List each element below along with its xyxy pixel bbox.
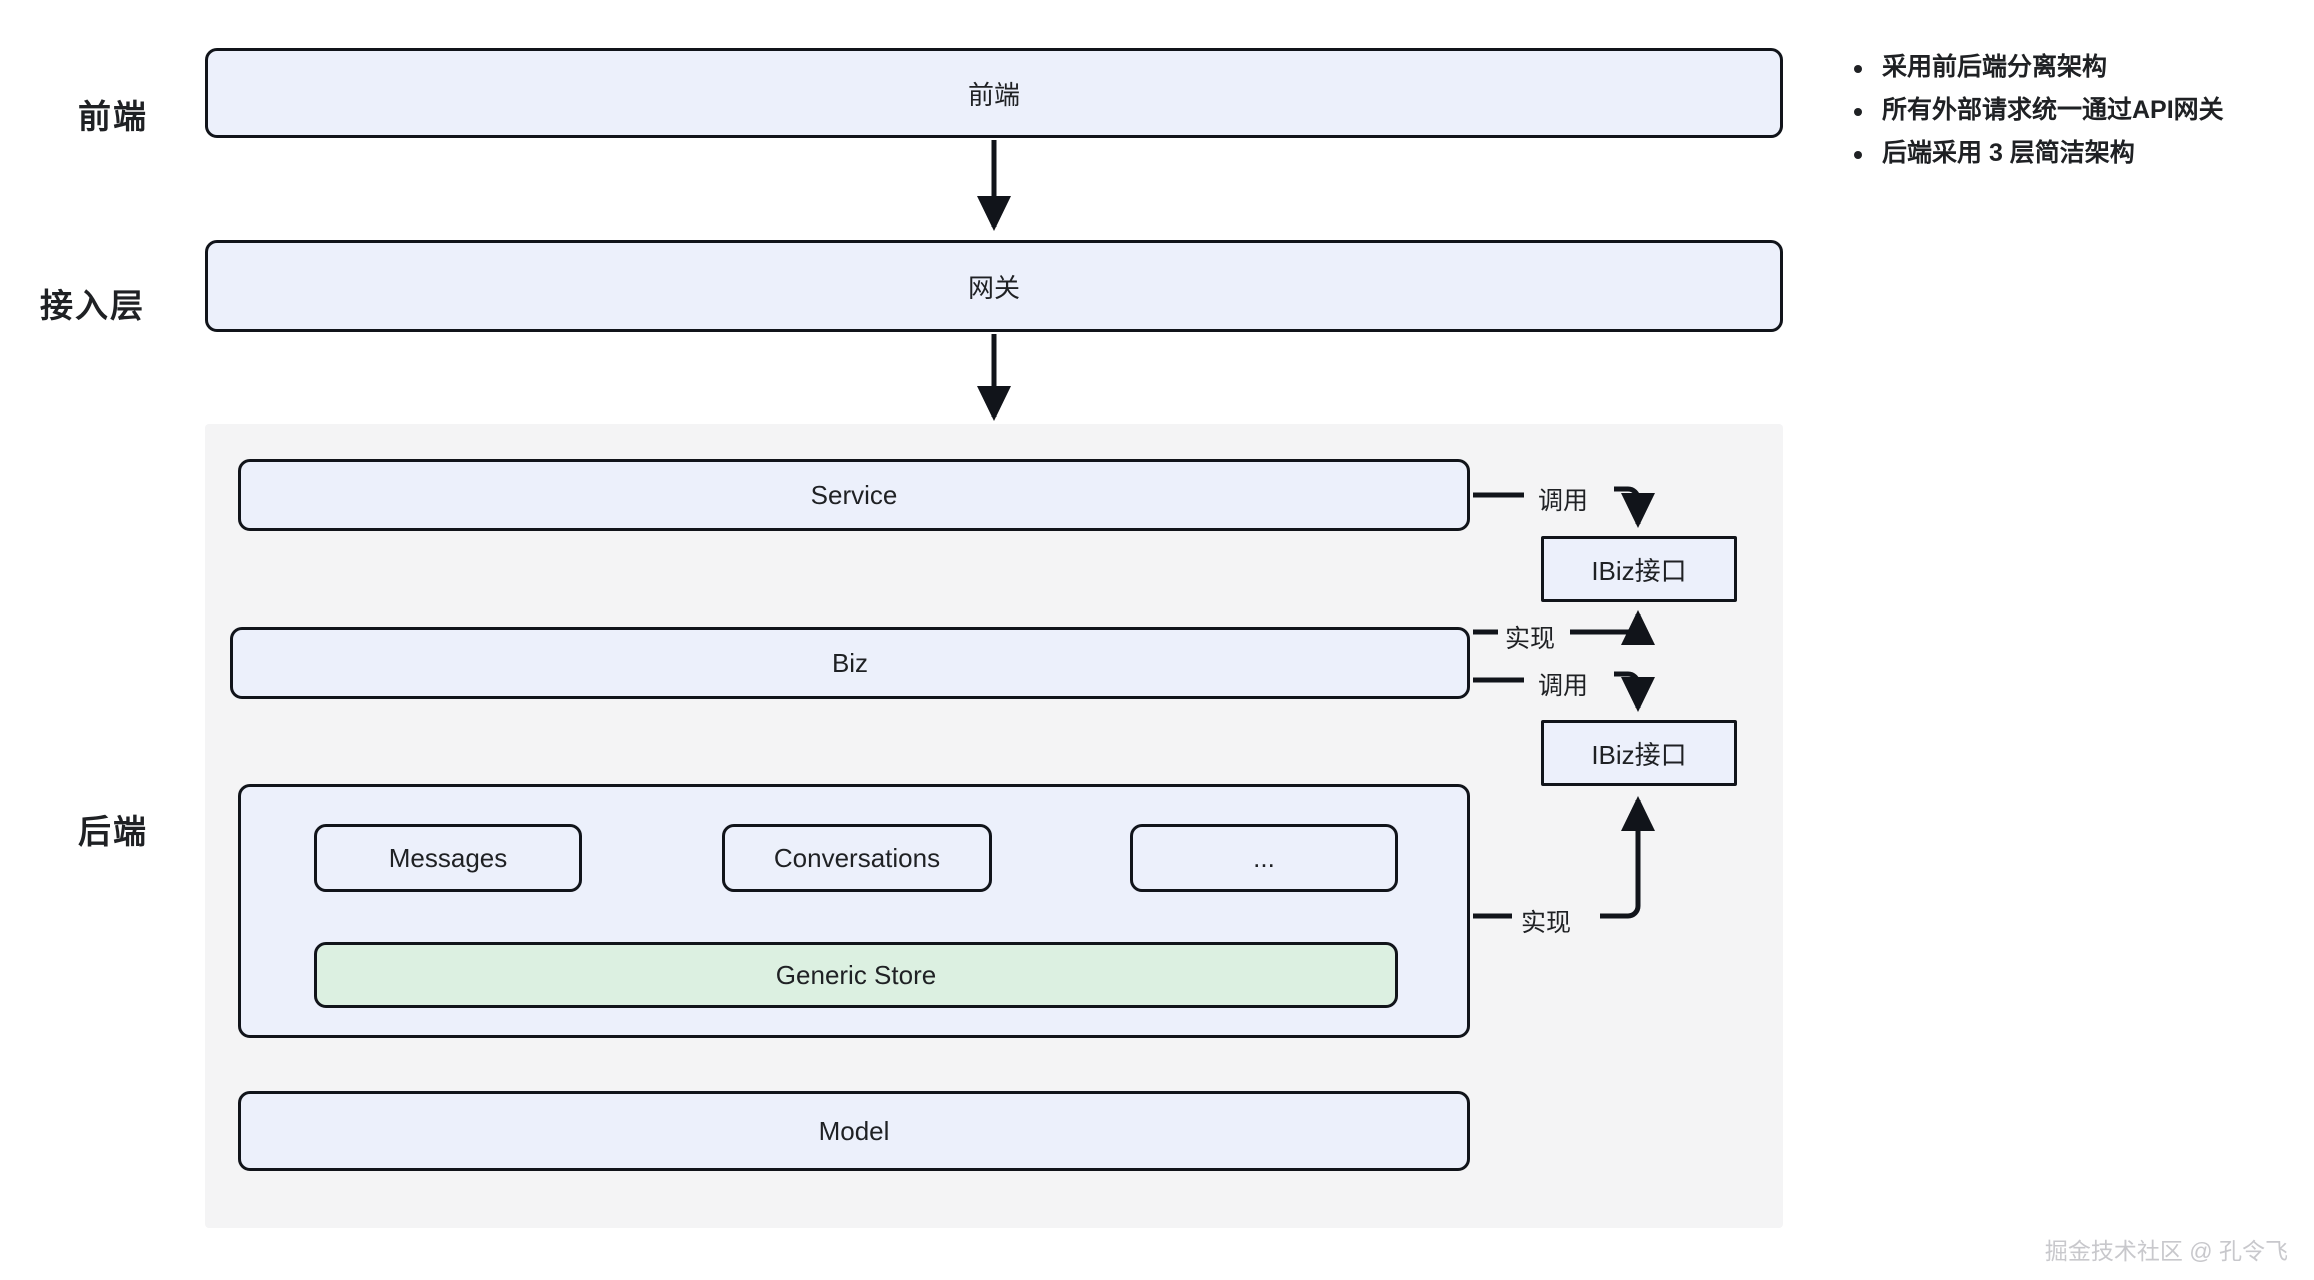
node-ibiz-interface-bottom[interactable]: IBiz接口 xyxy=(1541,720,1737,786)
note-text: 采用前后端分离架构 xyxy=(1882,53,2108,81)
bullet-dot-icon xyxy=(1854,108,1862,116)
notes-ul: 采用前后端分离架构 所有外部请求统一通过API网关 后端采用 3 层简洁架构 xyxy=(1848,46,2298,175)
layer-label-access: 接入层 xyxy=(40,287,145,324)
layer-label-frontend: 前端 xyxy=(78,98,148,135)
note-item: 所有外部请求统一通过API网关 xyxy=(1848,89,2298,132)
layer-label-backend: 后端 xyxy=(78,813,148,850)
note-text: 所有外部请求统一通过API网关 xyxy=(1882,96,2224,124)
edge-label-call-service: 调用 xyxy=(1538,487,1589,515)
node-frontend[interactable]: 前端 xyxy=(205,48,1783,138)
notes-list: 采用前后端分离架构 所有外部请求统一通过API网关 后端采用 3 层简洁架构 xyxy=(1848,46,2298,175)
edge-label-implement-store: 实现 xyxy=(1521,909,1572,937)
node-ibiz-interface-top[interactable]: IBiz接口 xyxy=(1541,536,1737,602)
edge-label-call-biz: 调用 xyxy=(1538,672,1589,700)
bullet-dot-icon xyxy=(1854,65,1862,73)
node-model[interactable]: Model xyxy=(238,1091,1470,1171)
node-generic-store[interactable]: Generic Store xyxy=(314,942,1398,1008)
bullet-dot-icon xyxy=(1854,151,1862,159)
note-text: 后端采用 3 层简洁架构 xyxy=(1882,139,2135,167)
note-item: 后端采用 3 层简洁架构 xyxy=(1848,132,2298,175)
node-ellipsis[interactable]: ... xyxy=(1130,824,1398,892)
node-service[interactable]: Service xyxy=(238,459,1470,531)
edge-label-implement-biz: 实现 xyxy=(1505,625,1556,653)
node-conversations[interactable]: Conversations xyxy=(722,824,992,892)
node-messages[interactable]: Messages xyxy=(314,824,582,892)
watermark: 掘金技术社区 @ 孔令飞 xyxy=(2044,1238,2288,1264)
node-biz[interactable]: Biz xyxy=(230,627,1470,699)
node-gateway[interactable]: 网关 xyxy=(205,240,1783,332)
note-item: 采用前后端分离架构 xyxy=(1848,46,2298,89)
